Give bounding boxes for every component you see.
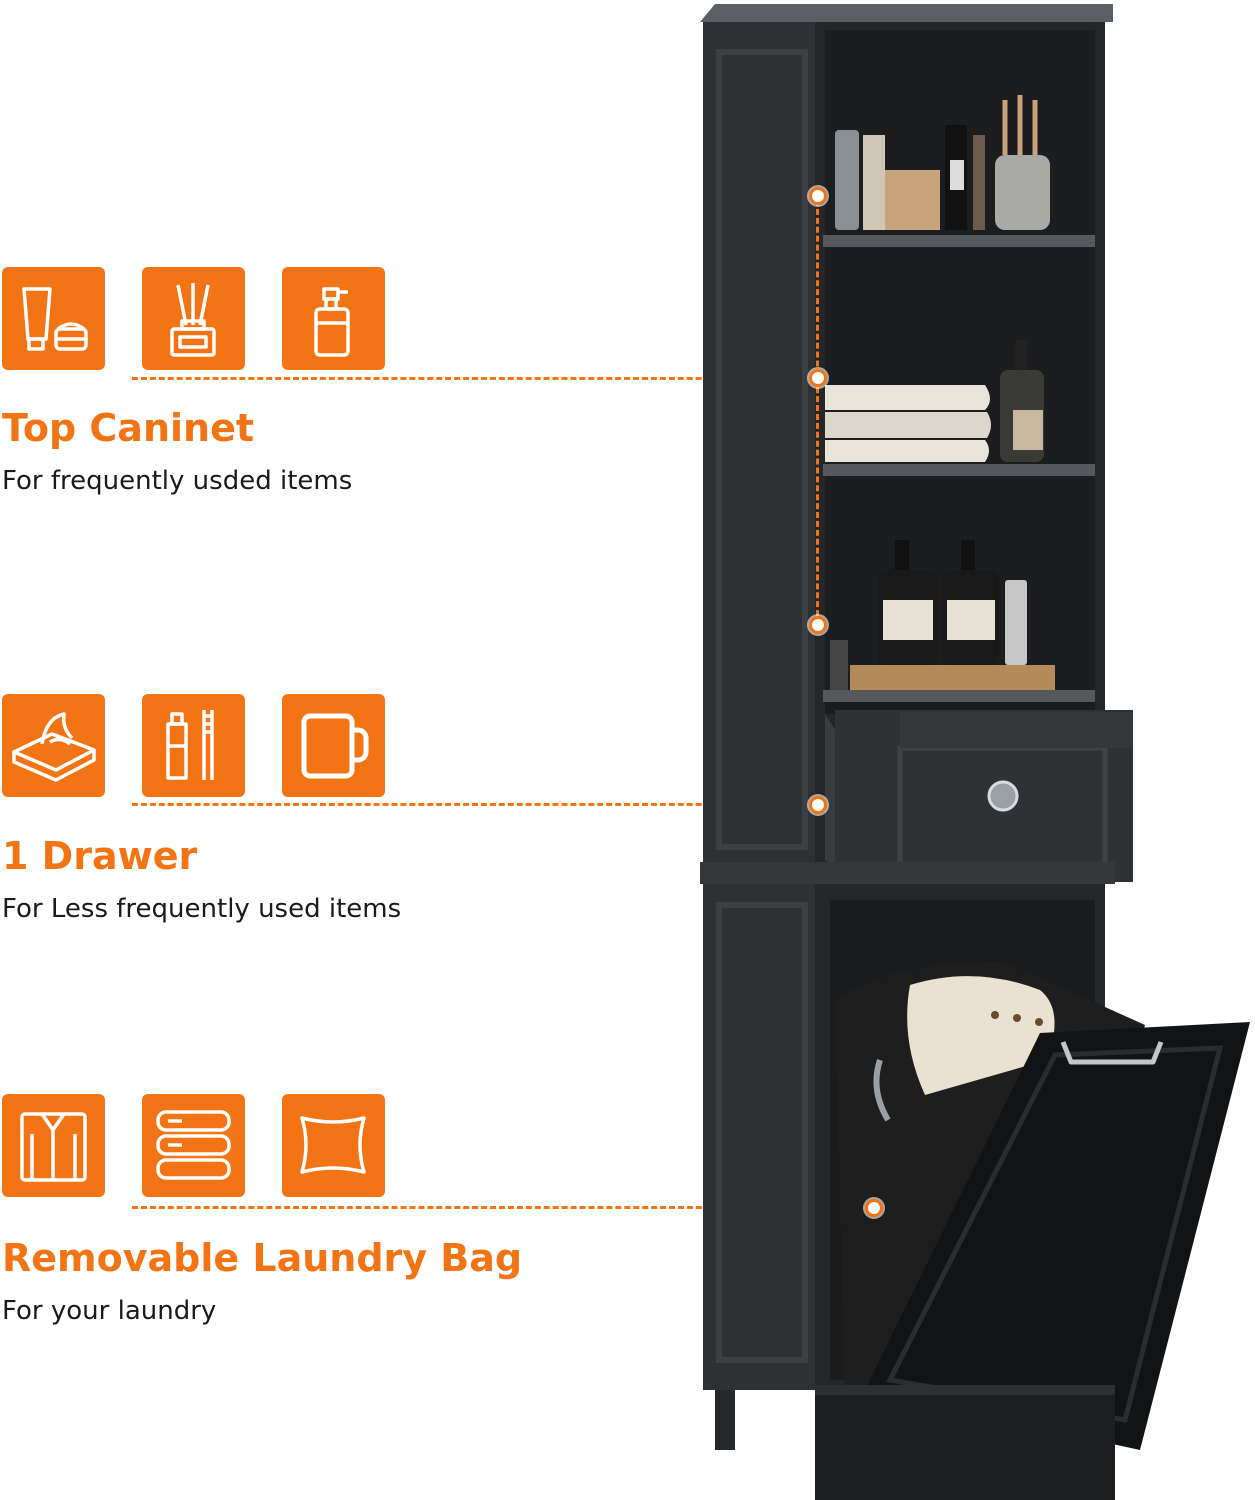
cabinet-base	[815, 1385, 1115, 1500]
top-cabinet-title: Top Caninet	[2, 406, 255, 450]
tall-cabinet-illustration	[700, 4, 1250, 1500]
leader-line-drawer	[132, 803, 818, 806]
soap-dispenser-icon	[282, 267, 385, 370]
tilt-out-laundry-door	[865, 1022, 1250, 1450]
cabinet-lower-left-panel	[716, 902, 808, 1363]
folded-towels-icon	[142, 1094, 245, 1197]
shelf-3	[823, 690, 1095, 702]
mug-icon	[282, 694, 385, 797]
wet-wipes-icon	[2, 694, 105, 797]
shelf-2	[823, 464, 1095, 476]
callout-dot-shelf-top	[809, 187, 827, 205]
cabinet-middle-rail	[700, 862, 1115, 884]
lotion-tube-icon	[2, 267, 105, 370]
callout-dot-shelf-bottom	[809, 616, 827, 634]
cabinet-left-panel	[716, 49, 808, 850]
leader-line-laundry	[132, 1206, 872, 1209]
laundry-door-handle	[1060, 1041, 1164, 1065]
reed-diffuser-icon	[142, 267, 245, 370]
drawer-front	[825, 702, 1133, 882]
cabinet-top-cap	[700, 4, 1113, 22]
drawer-knob	[987, 780, 1019, 812]
shelf-items-middle	[825, 340, 1044, 462]
shelf-items-bottom	[830, 540, 1055, 690]
top-cabinet-subtitle: For frequently usded items	[2, 466, 353, 496]
laundry-subtitle: For your laundry	[2, 1296, 217, 1326]
leader-line-vertical	[816, 200, 819, 625]
laundry-bag-handle	[873, 1059, 891, 1122]
cabinet-lower-left-leg	[715, 1390, 735, 1450]
drawer-subtitle: For Less frequently used items	[2, 894, 402, 924]
callout-dot-laundry	[865, 1199, 883, 1217]
shelf-1	[823, 235, 1095, 247]
shirt-icon	[2, 1094, 105, 1197]
pillow-icon	[282, 1094, 385, 1197]
callout-dot-drawer	[809, 796, 827, 814]
drawer-title: 1 Drawer	[2, 834, 198, 878]
laundry-title: Removable Laundry Bag	[2, 1236, 523, 1280]
leader-line-top-cabinet	[132, 377, 818, 380]
toothpaste-brush-icon	[142, 694, 245, 797]
shelf-items-top	[835, 95, 1050, 230]
callout-dot-top-cabinet	[809, 369, 827, 387]
laundry-clothes	[907, 976, 1055, 1095]
